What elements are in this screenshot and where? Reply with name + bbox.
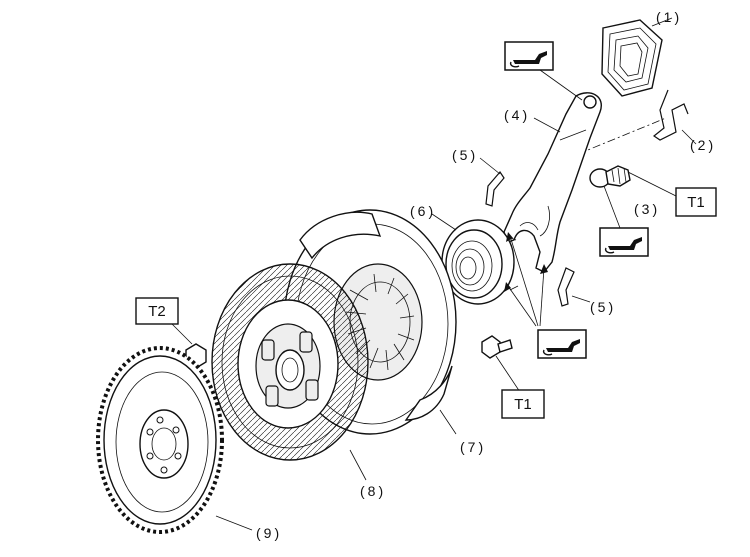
callout-1: (1) <box>656 9 682 25</box>
svg-text:T2: T2 <box>148 303 166 320</box>
leader-9 <box>215 515 253 531</box>
torque-box-t1-top: T1 <box>675 187 717 217</box>
grease-arrows <box>504 232 548 327</box>
clutch-disc <box>211 263 369 461</box>
callout-7: (7) <box>460 439 486 455</box>
callout-6: (6) <box>410 203 436 219</box>
leader-5a <box>479 157 501 175</box>
pivot-bolt <box>589 165 631 188</box>
retaining-clip <box>652 89 689 141</box>
callout-4: (4) <box>504 107 530 123</box>
grease-gun-icon <box>537 329 587 359</box>
leader-4 <box>533 117 561 133</box>
torque-box-t1-bottom: T1 <box>501 389 545 419</box>
leader-5b <box>571 295 591 303</box>
leader-2 <box>681 129 697 145</box>
release-bearing <box>441 219 519 305</box>
callout-5-upper: (5) <box>452 147 478 163</box>
leader-grease-pivot <box>603 185 621 229</box>
callout-5-lower: (5) <box>590 299 616 315</box>
leader-grease-top <box>539 69 583 101</box>
spring-clip-upper <box>485 171 505 207</box>
cover-bolt <box>481 335 513 359</box>
leader-3 <box>627 171 677 197</box>
spring-clip-lower <box>557 267 575 307</box>
callout-9: (9) <box>256 525 282 541</box>
callout-2: (2) <box>690 137 716 153</box>
leader-8 <box>349 449 367 481</box>
grease-gun-icon <box>599 227 649 257</box>
flywheel <box>96 346 224 534</box>
leader-t1-bottom <box>495 355 521 393</box>
dust-boot <box>601 19 663 97</box>
leader-6 <box>431 213 457 231</box>
svg-text:T1: T1 <box>687 194 705 211</box>
leader-7 <box>439 409 457 435</box>
leader-t2 <box>169 321 193 345</box>
torque-box-t2: T2 <box>135 297 179 325</box>
callout-8: (8) <box>360 483 386 499</box>
grease-gun-icon <box>504 41 554 71</box>
leader-1 <box>651 17 673 27</box>
release-fork <box>503 92 602 273</box>
svg-text:T1: T1 <box>514 396 532 413</box>
callout-3: (3) <box>634 201 660 217</box>
